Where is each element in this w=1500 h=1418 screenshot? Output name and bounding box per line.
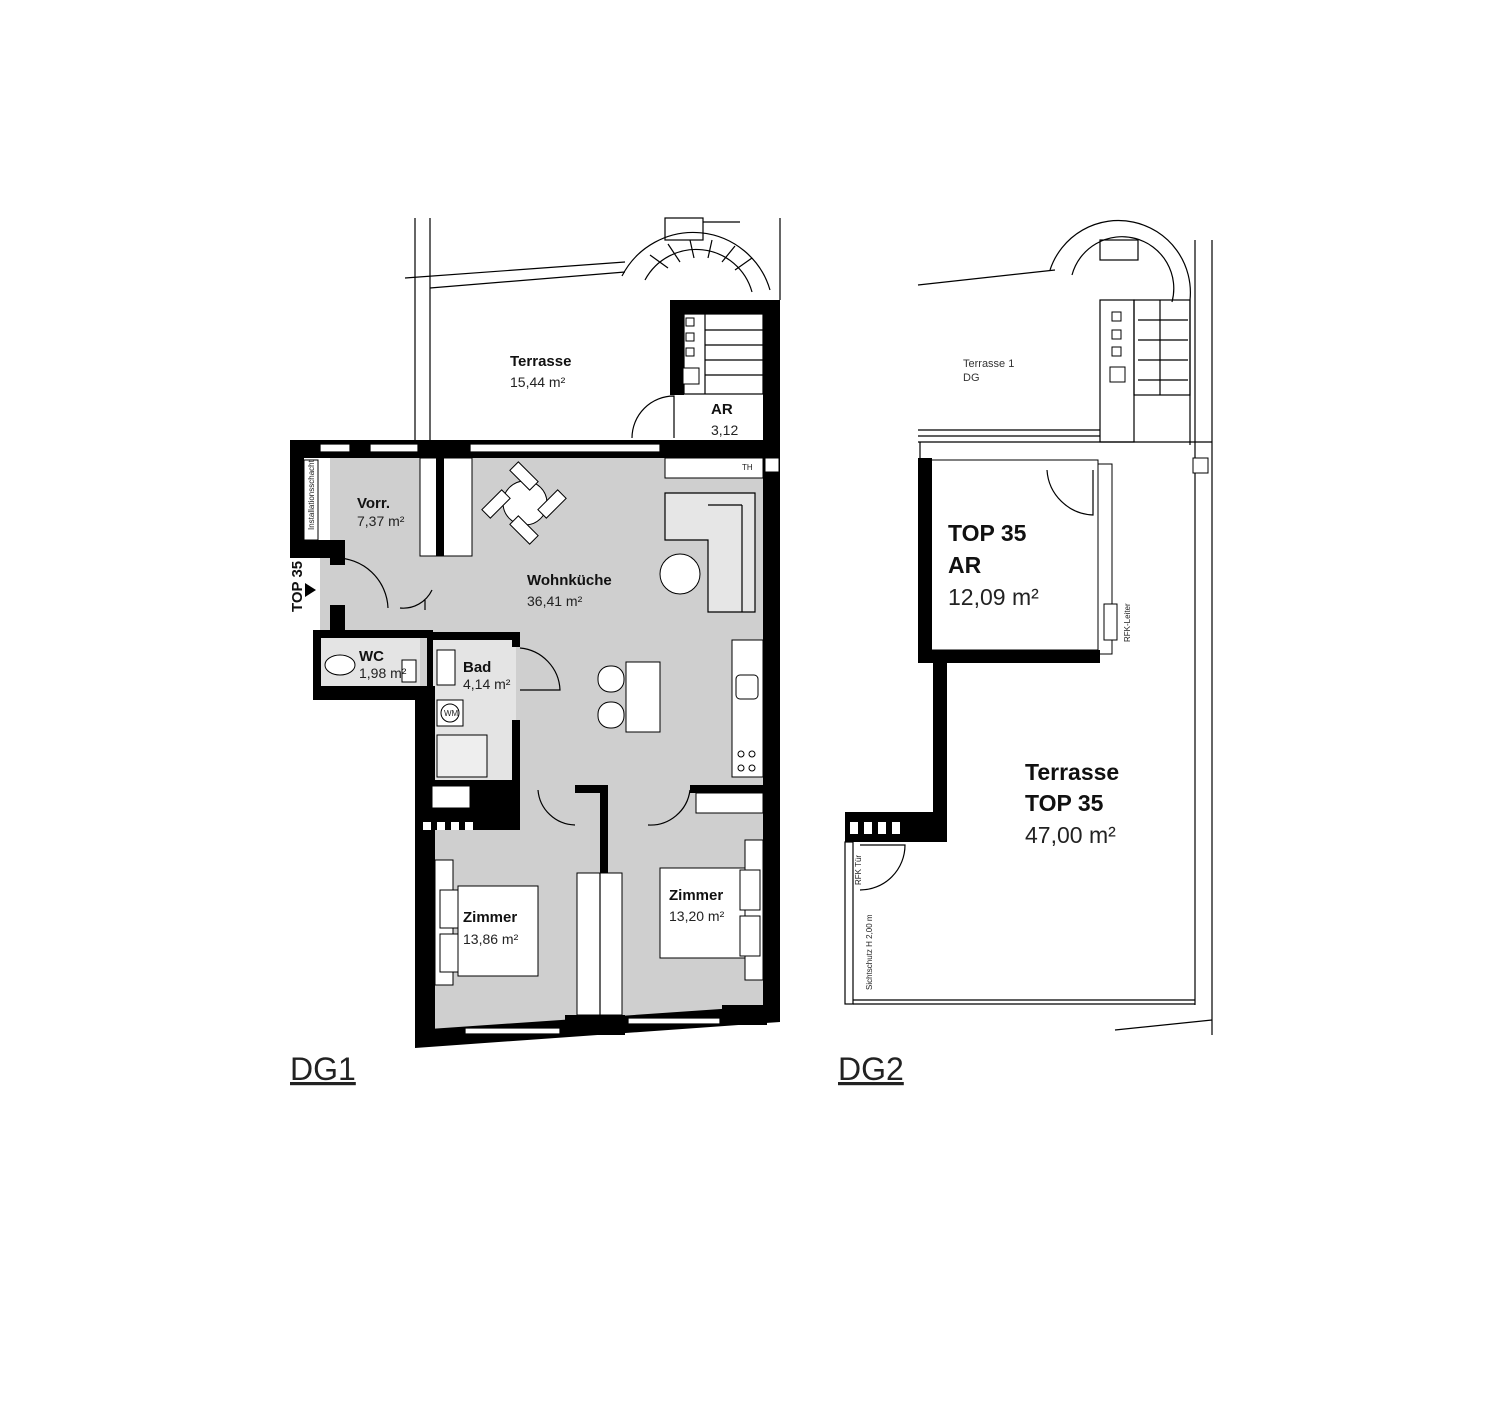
ar-vent-icons (682, 317, 700, 385)
sofa (664, 492, 756, 613)
dg1-doors (334, 395, 691, 826)
level-label-dg1: DG1 (290, 1051, 356, 1087)
svg-text:7,37 m²: 7,37 m² (357, 513, 405, 529)
room-storage-top35: TOP 35 AR 12,09 m² (948, 520, 1039, 610)
coffee-table (659, 553, 701, 595)
svg-text:Terrasse 1: Terrasse 1 (963, 358, 1014, 370)
dg1-terrace-outline (404, 218, 781, 440)
svg-text:12,09 m²: 12,09 m² (948, 584, 1039, 610)
desk (695, 792, 764, 814)
svg-text:Wohnküche: Wohnküche (527, 572, 612, 589)
level-label-dg2: DG2 (838, 1051, 904, 1087)
privacy-screen-label: Sichtschutz H 2,00 m (865, 914, 874, 990)
svg-text:47,00 m²: 47,00 m² (1025, 822, 1116, 848)
dining-table (481, 461, 567, 545)
room-terrasse: Terrasse 15,44 m² (510, 353, 571, 390)
bath-sink-icon (436, 649, 456, 686)
svg-text:AR: AR (948, 552, 982, 578)
dg2-spiral-stair (1049, 219, 1191, 443)
wm-label: WM (444, 709, 459, 718)
dg2-vent-icons (1109, 311, 1209, 474)
dg1-windows (319, 443, 721, 1035)
wc-sink-icon (401, 659, 417, 683)
dg2-plan: Terrasse 1 DG TOP 35 AR 12,09 m² RFK-Leit… (838, 219, 1213, 1087)
room-vorraum: Vorr.7,37 m² (357, 495, 405, 529)
shaft-label: Installationsschacht (307, 459, 316, 530)
svg-text:1,98 m²: 1,98 m² (359, 665, 407, 681)
wardrobe (419, 457, 473, 557)
room-wc: WC1,98 m² (359, 648, 407, 681)
svg-text:Bad: Bad (463, 659, 491, 676)
shower (436, 734, 488, 778)
svg-text:Zimmer: Zimmer (463, 909, 517, 926)
vent-icon (764, 457, 780, 473)
room-zimmer-1: Zimmer 13,86 m² (463, 909, 519, 947)
svg-text:3,12: 3,12 (711, 422, 738, 438)
room-zimmer-2: Zimmer 13,20 m² (669, 887, 725, 924)
svg-text:36,41 m²: 36,41 m² (527, 593, 583, 609)
dg1-spiral-stair (621, 217, 771, 293)
dg2-outline (917, 240, 1213, 1035)
ladder-icon (1103, 603, 1118, 641)
ladder-label: RFK-Leiter (1123, 603, 1132, 642)
dg1-floor (320, 458, 763, 1032)
room-ar: AR 3,12 (711, 401, 738, 438)
dg1-plan: Installationsschacht (289, 217, 781, 1087)
svg-text:TOP 35: TOP 35 (948, 520, 1027, 546)
bed-right (659, 839, 764, 981)
svg-text:WC: WC (359, 648, 384, 665)
room-wohnkueche: Wohnküche 36,41 m² (527, 572, 612, 609)
toilet-icon (324, 654, 356, 676)
svg-text:AR: AR (711, 401, 733, 418)
svg-text:15,44 m²: 15,44 m² (510, 374, 566, 390)
ar-stair (683, 313, 764, 395)
dg2-terrace-outline (844, 841, 1195, 1005)
entrance-arrow-icon (305, 583, 316, 597)
th-cabinet (664, 457, 764, 479)
bed-left (434, 859, 539, 986)
svg-text:Zimmer: Zimmer (669, 887, 723, 904)
room-terrace-top35: Terrasse TOP 35 47,00 m² (1025, 759, 1119, 848)
dg2-walls (845, 458, 1100, 842)
entrance-label: TOP 35 (289, 561, 306, 612)
dg2-wall-vents (850, 822, 900, 834)
door-label: RFK Tür (854, 855, 863, 885)
installation-shaft (303, 459, 319, 541)
svg-text:13,20 m²: 13,20 m² (669, 908, 725, 924)
th-label: TH (742, 463, 753, 472)
svg-text:4,14 m²: 4,14 m² (463, 676, 511, 692)
svg-text:Terrasse: Terrasse (510, 353, 571, 370)
kitchen-counter (731, 639, 764, 778)
svg-text:TOP 35: TOP 35 (1025, 790, 1104, 816)
svg-text:DG: DG (963, 372, 980, 384)
kitchen-island (597, 661, 661, 733)
svg-text:Vorr.: Vorr. (357, 495, 390, 512)
svg-text:Terrasse: Terrasse (1025, 759, 1119, 785)
shaft-vent-icons (423, 785, 473, 830)
label-terrasse-1: Terrasse 1 DG (963, 358, 1014, 384)
svg-text:13,86 m²: 13,86 m² (463, 931, 519, 947)
